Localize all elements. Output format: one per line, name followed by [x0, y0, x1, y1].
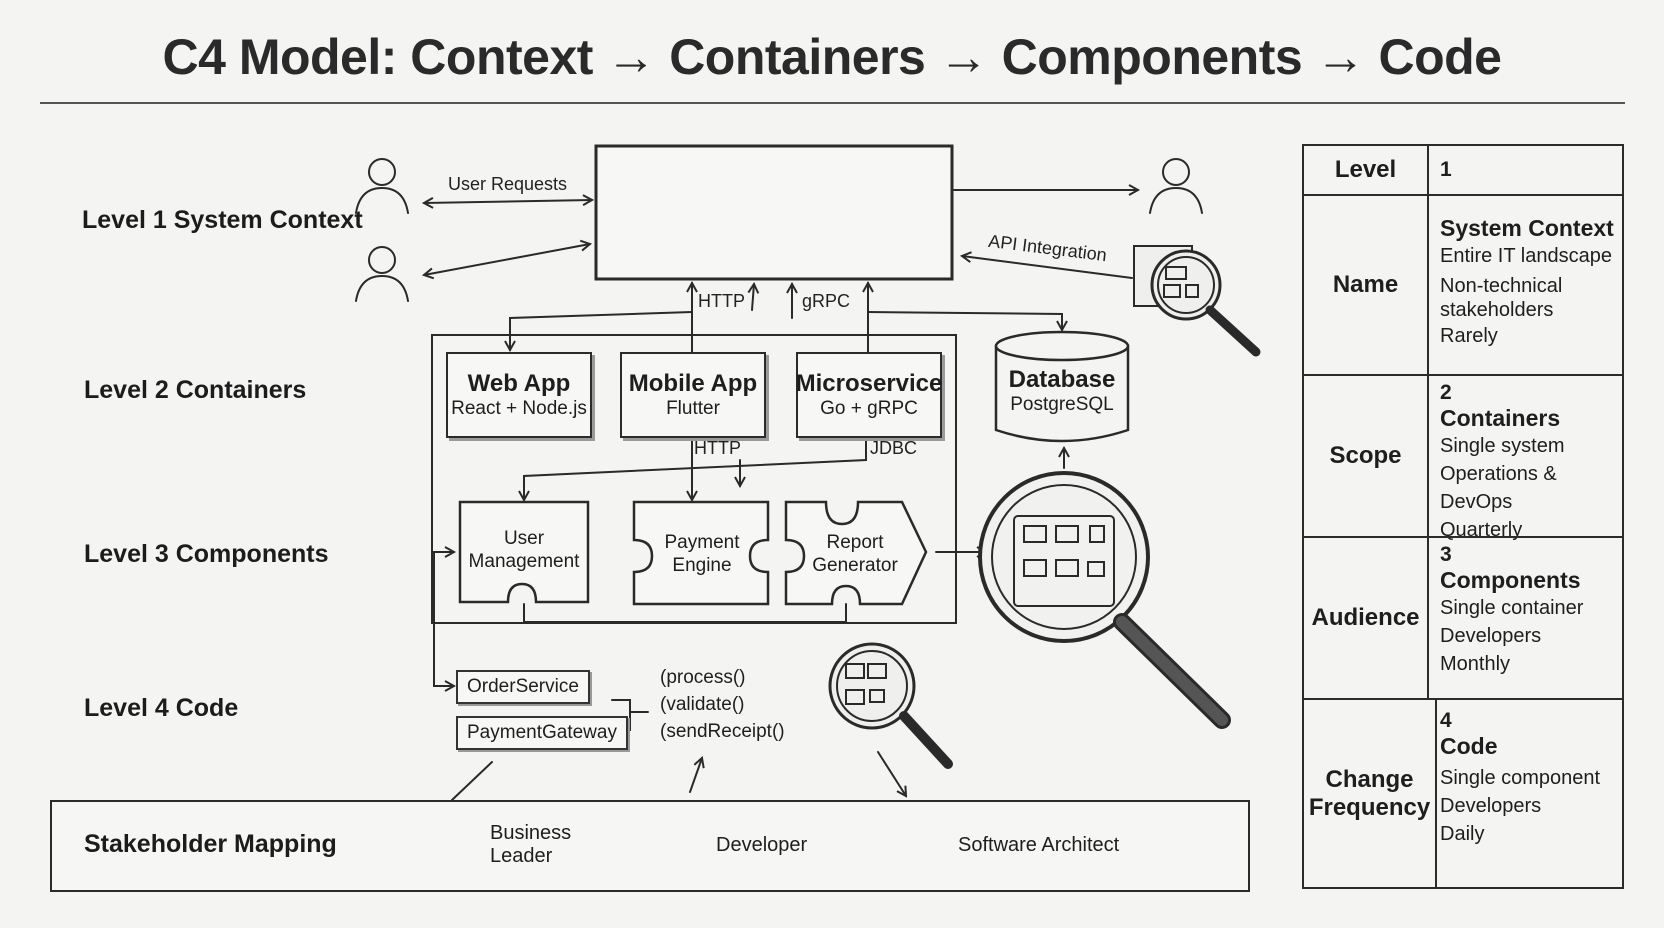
component-line: Management	[468, 551, 580, 572]
payment-engine-component: Payment Engine	[646, 531, 758, 577]
level-3-label: Level 3 Components	[84, 540, 329, 568]
level-name: System Context	[1440, 215, 1614, 241]
component-line: Engine	[672, 555, 732, 576]
order-service-class: OrderService	[456, 670, 590, 704]
method-name: (validate()	[660, 694, 745, 715]
detail-line: Entire IT landscape	[1440, 245, 1612, 267]
container-title: Microservice	[795, 370, 943, 397]
container-title: Mobile App	[628, 370, 758, 397]
user-requests-label: User Requests	[448, 174, 568, 194]
row-header: Audience	[1304, 538, 1429, 698]
payment-gateway-class: PaymentGateway	[456, 716, 628, 750]
row-header: Name	[1304, 196, 1429, 374]
row-value: System Context Entire IT landscape Non-t…	[1440, 196, 1616, 374]
user-icon	[355, 246, 409, 302]
user-icon	[355, 158, 409, 214]
stakeholder-mapping-title: Stakeholder Mapping	[84, 830, 337, 858]
detail-line: Quarterly	[1440, 519, 1523, 541]
method-name: (sendReceipt()	[660, 721, 785, 742]
developer-label: Developer	[716, 834, 808, 856]
detail-line: stakeholders	[1440, 299, 1554, 321]
row-header: Change Frequency	[1304, 700, 1437, 887]
row-header: Scope	[1304, 376, 1429, 536]
puzzle-piece	[632, 500, 770, 606]
detail-line: Operations & DevOps	[1440, 463, 1557, 513]
container-tech: Go + gRPC	[820, 398, 918, 419]
detail-line: Developers	[1440, 625, 1542, 647]
level-number: 3	[1440, 543, 1452, 566]
table-row: Audience 3 Components Single container D…	[1304, 536, 1622, 698]
row-value: 3 Components Single container Developers…	[1440, 538, 1616, 698]
http-label-2: HTTP	[694, 438, 741, 458]
puzzle-piece	[784, 500, 928, 606]
jdbc-label: JDBC	[870, 438, 918, 458]
person-line: Business	[490, 822, 572, 844]
row-value: 2 Containers Single system Operations & …	[1440, 376, 1616, 542]
method-name: (process()	[660, 667, 746, 688]
stakeholder-mapping-band	[50, 800, 1250, 892]
level-name: Code	[1440, 733, 1498, 759]
level-number: 4	[1440, 709, 1452, 732]
database-tech: PostgreSQL	[1010, 394, 1114, 415]
table-row: Name System Context Entire IT landscape …	[1304, 194, 1622, 374]
detail-line: Daily	[1440, 823, 1485, 845]
component-line: Report	[826, 532, 884, 553]
software-architect-label: Software Architect	[958, 834, 1120, 856]
external-system-icon	[1149, 158, 1203, 214]
business-leader-label: Business Leader	[490, 822, 571, 868]
level-name: Containers	[1440, 405, 1561, 431]
levels-table: Level 1 Name System Context Entire IT la…	[1302, 144, 1624, 889]
container-tech: Flutter	[666, 398, 720, 419]
level-name: Components	[1440, 567, 1581, 593]
row-header: Level	[1304, 146, 1429, 194]
database-icon	[994, 330, 1130, 443]
puzzle-piece	[458, 500, 590, 604]
web-app-container: Web App React + Node.js	[446, 352, 592, 438]
detail-line: Rarely	[1440, 325, 1498, 347]
level-2-label: Level 2 Containers	[84, 376, 307, 404]
database-title: Database	[1008, 366, 1116, 393]
level-4-label: Level 4 Code	[84, 694, 239, 722]
row-value: 4 Code Single component Developers Daily	[1440, 700, 1616, 887]
detail-line: Developers	[1440, 795, 1542, 817]
component-line: Generator	[812, 555, 898, 576]
grpc-label: gRPC	[802, 291, 851, 311]
title-divider	[40, 102, 1625, 104]
zoom-icon	[1133, 245, 1261, 357]
microservice-container: Microservice Go + gRPC	[796, 352, 942, 438]
level-number: 1	[1440, 158, 1452, 181]
system-box	[594, 144, 954, 281]
mobile-app-container: Mobile App Flutter	[620, 352, 766, 438]
table-row: Level 1	[1304, 146, 1622, 194]
row-value: 1	[1440, 146, 1616, 194]
detail-line: Monthly	[1440, 653, 1511, 675]
magnifier-icon	[978, 471, 1231, 729]
detail-line: Single system	[1440, 435, 1565, 457]
database-label: Database PostgreSQL	[996, 366, 1128, 416]
detail-line: Single component	[1440, 767, 1601, 789]
container-tech: React + Node.js	[451, 398, 587, 419]
report-generator-component: Report Generator	[800, 531, 910, 577]
http-label: HTTP	[698, 291, 745, 311]
level-1-label: Level 1 System Context	[82, 206, 363, 234]
level-number: 2	[1440, 381, 1452, 404]
detail-line: Single container	[1440, 597, 1584, 619]
method-list: (process() (validate() (sendReceipt()	[660, 664, 785, 745]
zoom-icon	[828, 642, 953, 769]
table-row: Change Frequency 4 Code Single component…	[1304, 698, 1622, 887]
person-line: Leader	[490, 845, 553, 867]
table-row: Scope 2 Containers Single system Operati…	[1304, 374, 1622, 542]
container-title: Web App	[467, 370, 571, 397]
component-line: User	[503, 528, 545, 549]
page-title: C4 Model: Context → Containers → Compone…	[162, 29, 1502, 85]
detail-line: Non-technical	[1440, 275, 1563, 297]
component-line: Payment	[664, 532, 740, 553]
user-management-component: User Management	[460, 527, 588, 573]
